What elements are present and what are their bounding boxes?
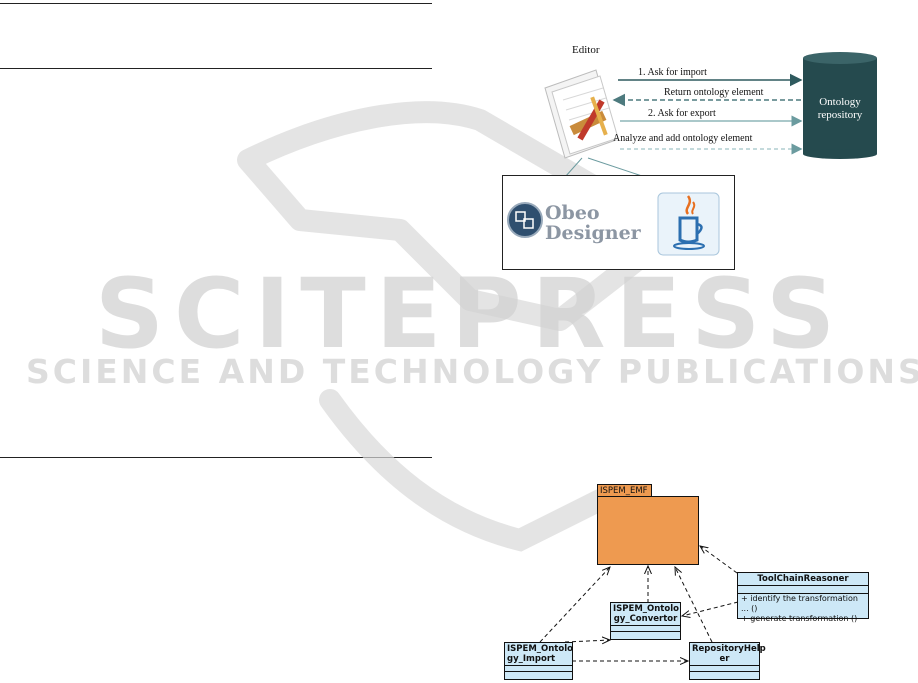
watermark-subtitle: SCIENCE AND TECHNOLOGY PUBLICATIONS [26, 352, 918, 391]
class-helper-name-2: er [719, 654, 730, 664]
class-convertor-name: ISPEM_Ontolo gy_Convertor [611, 603, 680, 625]
obeo-designer-text: Obeo Designer [545, 203, 641, 243]
class-import-name-1: ISPEM_Ontolo [507, 644, 573, 654]
repository-label: Ontology repository [806, 96, 874, 122]
class-toolchainreasoner-name: ToolChainReasoner [757, 574, 849, 584]
label-ask-import: 1. Ask for import [638, 67, 707, 78]
class-helper-name-1: RepositoryHelp [692, 644, 766, 654]
database-icon [803, 52, 877, 159]
class-convertor-name-1: ISPEM_Ontolo [613, 604, 679, 614]
class-repository-helper: RepositoryHelp er [689, 642, 766, 680]
label-analyze-add: Analyze and add ontology element [613, 133, 753, 144]
rule-3 [0, 457, 432, 458]
class-helper-name: RepositoryHelp er [690, 643, 766, 665]
class-import-name-2: gy_Import [507, 654, 556, 664]
class-convertor-name-2: gy_Convertor [613, 614, 678, 624]
label-ask-export: 2. Ask for export [648, 108, 716, 119]
editor-icon [544, 69, 619, 159]
obeo-line2: Designer [545, 222, 641, 244]
repository-label-line1: Ontology [819, 96, 861, 108]
class-ontology-import: ISPEM_Ontolo gy_Import [504, 642, 573, 680]
class-ontology-convertor: ISPEM_Ontolo gy_Convertor [610, 602, 681, 640]
repository-label-line2: repository [817, 109, 863, 121]
package-body [597, 496, 699, 565]
watermark-title: SCITEPRESS [94, 258, 846, 370]
class-toolchainreasoner-op2: + generate transformation () [741, 614, 858, 623]
rule-top [0, 3, 432, 4]
class-toolchainreasoner: ToolChainReasoner + identify the transfo… [737, 572, 869, 623]
class-toolchainreasoner-op1: + identify the transformation ... () [741, 594, 858, 613]
label-return-element: Return ontology element [664, 87, 764, 98]
class-import-name: ISPEM_Ontolo gy_Import [505, 643, 573, 665]
editor-label: Editor [572, 44, 600, 56]
obeo-line1: Obeo [545, 202, 600, 224]
rule-2 [0, 68, 432, 69]
